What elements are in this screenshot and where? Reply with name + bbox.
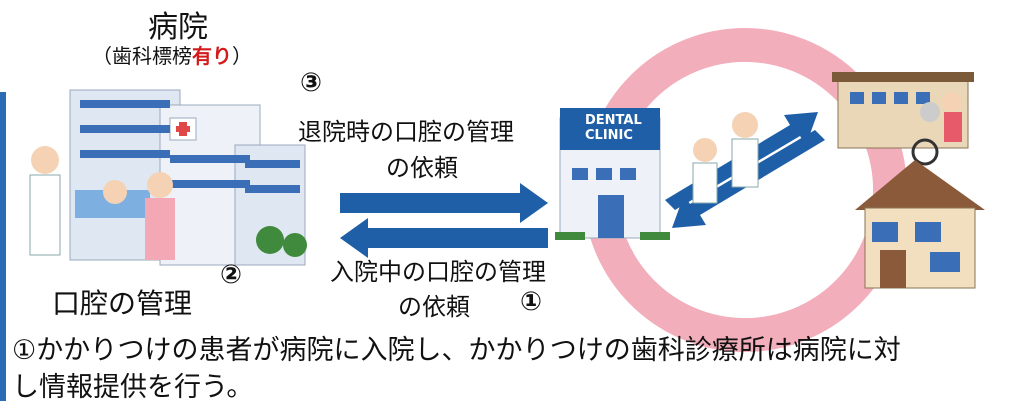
dental-clinic-illustration <box>555 108 670 240</box>
hospital-subtitle: （歯科標榜有り） <box>92 40 252 69</box>
discharge-request-line1: 退院時の口腔の管理 <box>298 118 514 146</box>
hospital-subtitle-before: （歯科標榜 <box>92 44 192 68</box>
oral-care-label: 口腔の管理 <box>52 287 193 320</box>
clinic-sign: DENTAL CLINIC <box>585 113 642 143</box>
clinic-sign-line1: DENTAL <box>585 113 642 128</box>
step-3-number: ③ <box>300 68 323 98</box>
care-facility-illustration <box>832 72 974 166</box>
caption-line1: ①かかりつけの患者が病院に入院し、かかりつけの歯科診療所は病院に対 <box>12 335 901 366</box>
admission-request-line2: の依頼 <box>398 293 470 321</box>
home-visit-arrows <box>665 112 825 228</box>
hospital-subtitle-highlight: 有り <box>192 44 232 68</box>
left-accent-bar <box>0 92 6 401</box>
request-arrows <box>340 183 548 258</box>
admission-request-line1: 入院中の口腔の管理 <box>330 258 546 286</box>
step-2-number: ② <box>220 260 243 290</box>
private-house-illustration <box>855 160 985 289</box>
hospital-building-illustration <box>29 89 307 266</box>
caption-line2: し情報提供を行う。 <box>12 372 254 403</box>
hospital-subtitle-after: ） <box>232 44 252 68</box>
discharge-request-line2: の依頼 <box>386 154 458 182</box>
hospital-title: 病院 <box>148 10 208 45</box>
clinic-sign-line2: CLINIC <box>585 128 633 143</box>
step-1-number: ① <box>520 287 543 317</box>
